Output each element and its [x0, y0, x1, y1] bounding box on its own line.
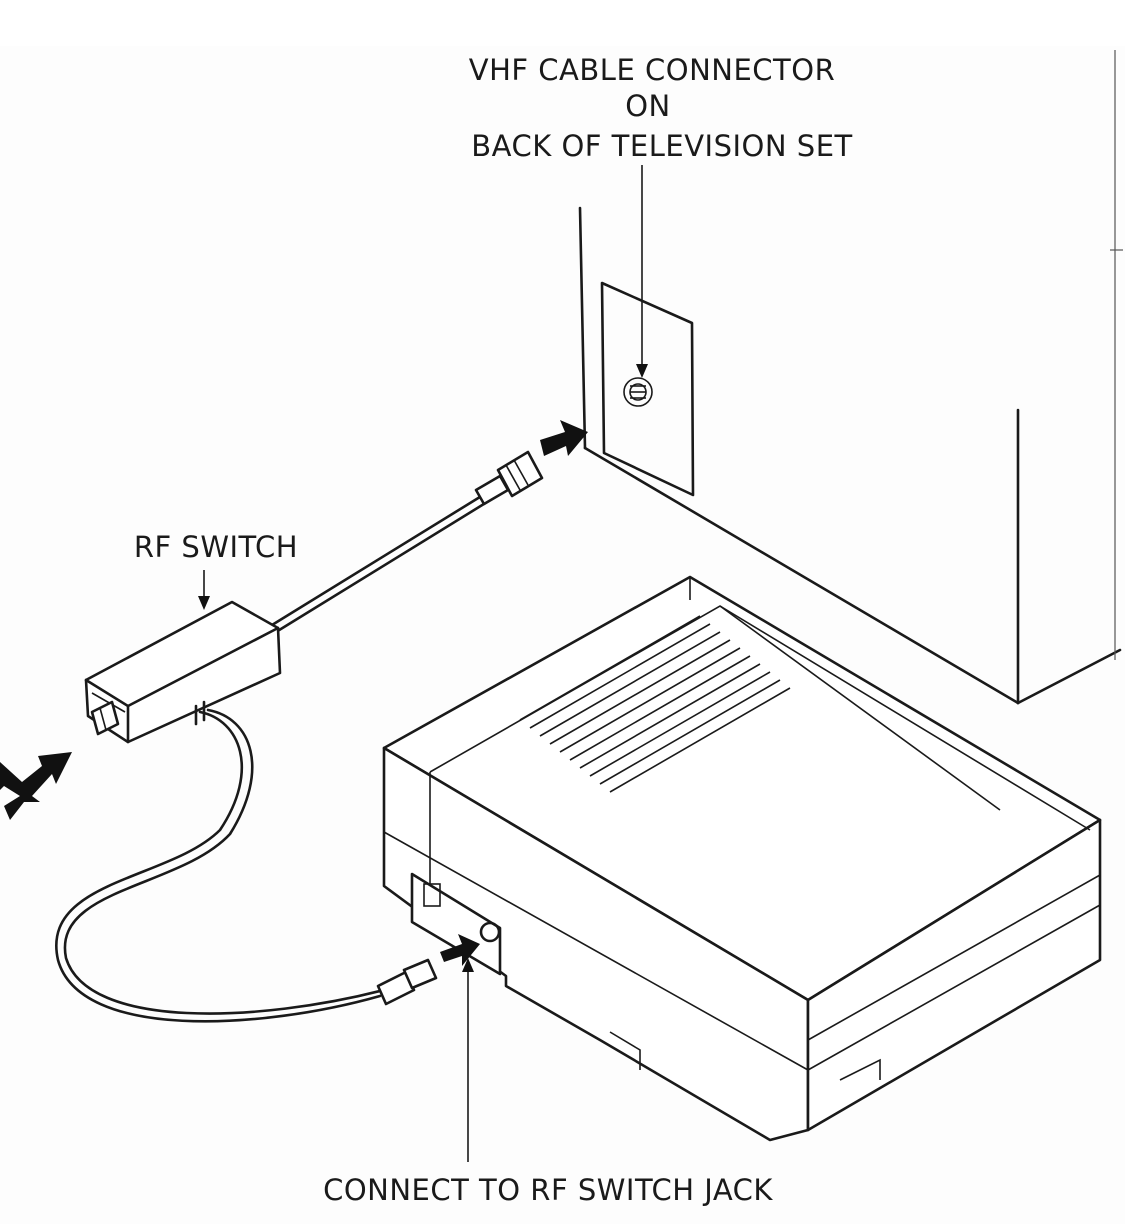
connect-label: CONNECT TO RF SWITCH JACK: [323, 1173, 773, 1207]
insert-arrow-rf-switch: [0, 752, 72, 820]
rf-switch-label: RF SWITCH: [134, 530, 298, 564]
insert-arrow-tv: [540, 420, 588, 456]
television-set: [578, 50, 1123, 705]
vhf-label-line2: ON: [625, 89, 671, 123]
vhf-label-line3: BACK OF TELEVISION SET: [471, 129, 853, 163]
game-console: [382, 575, 1102, 1142]
insert-arrow-console: [440, 934, 480, 966]
console-vents: [519, 615, 791, 793]
rf-switch-box: [84, 600, 282, 744]
vhf-connector-icon: [623, 377, 653, 407]
vhf-label-line1: VHF CABLE CONNECTOR: [469, 53, 835, 87]
vhf-cable: [270, 450, 544, 634]
connector-plate: [600, 281, 695, 497]
top-margin: [0, 0, 1125, 46]
console-jack-panel: [410, 872, 502, 976]
rf-jack-icon: [479, 921, 501, 943]
rf-output-cable: [55, 708, 438, 1023]
